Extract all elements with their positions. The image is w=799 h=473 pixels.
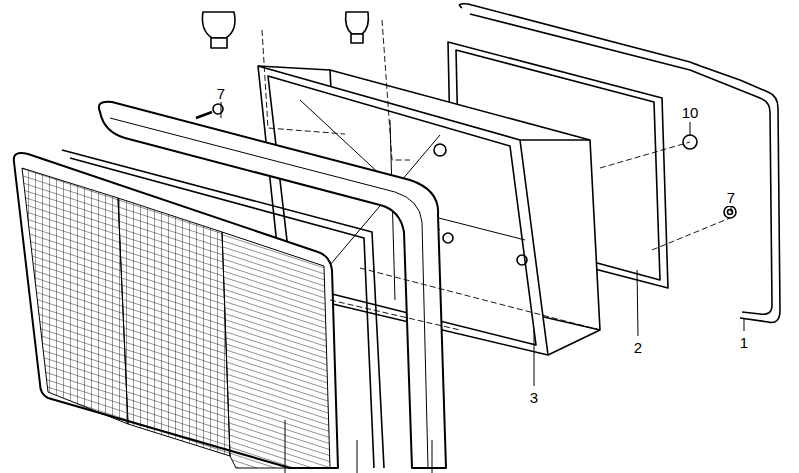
- callout-number: 7: [725, 189, 737, 206]
- nut: [728, 210, 733, 215]
- leader-line: [285, 420, 432, 473]
- leader-line: [744, 318, 745, 331]
- bulb: [346, 12, 369, 34]
- chrome-frame: [110, 118, 428, 468]
- lens-grid: [22, 168, 128, 424]
- leader-line: [731, 206, 732, 212]
- callout-number: 10: [680, 104, 701, 121]
- leader-line: [534, 330, 535, 386]
- assembly-line: [262, 30, 345, 134]
- socket: [443, 233, 453, 243]
- leader-line: [637, 270, 638, 336]
- callout-number: 3: [528, 389, 540, 406]
- nut: [724, 206, 736, 218]
- assembly-line: [652, 218, 730, 250]
- callout-number: 7: [215, 85, 227, 102]
- lens-grid: [118, 198, 230, 456]
- callout-number: 1: [738, 334, 750, 351]
- bulb: [202, 12, 235, 38]
- bulb-base: [211, 38, 227, 48]
- chrome-frame: [99, 102, 446, 468]
- lens-lines: [222, 232, 330, 468]
- bulb-base: [351, 34, 363, 43]
- leader-line: [221, 102, 222, 118]
- leader-line: [690, 122, 691, 135]
- socket: [434, 144, 446, 156]
- assembly-line: [330, 268, 600, 330]
- assembly-line: [382, 20, 410, 160]
- screw: [196, 112, 212, 118]
- callout-number: 2: [632, 339, 644, 356]
- socket: [517, 255, 527, 265]
- assembly-line: [600, 142, 690, 168]
- lens: [14, 153, 338, 468]
